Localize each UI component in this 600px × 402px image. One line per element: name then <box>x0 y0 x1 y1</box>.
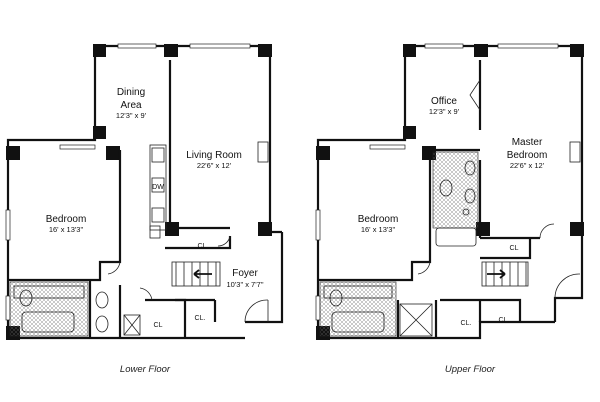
lower-closet-1-label: CL <box>198 243 207 250</box>
lower-dining-label-2: Area <box>120 100 142 111</box>
lower-floor-caption: Lower Floor <box>120 364 171 375</box>
upper-closet-2-label: CL. <box>461 320 472 327</box>
dw-label: DW <box>152 184 164 191</box>
upper-bedroom-label: Bedroom <box>358 214 399 225</box>
upper-office-dims: 12'3" x 9' <box>429 107 460 116</box>
lower-closet-2-label: CL <box>154 322 163 329</box>
upper-master-label-2: Bedroom <box>507 150 548 161</box>
upper-closet-1-label: CL <box>510 245 519 252</box>
lower-bedroom-label: Bedroom <box>46 214 87 225</box>
upper-bedroom-dims: 16' x 13'3" <box>361 225 396 234</box>
upper-closet-3-label: CL. <box>499 317 510 324</box>
lower-dining-label-1: Dining <box>117 87 145 98</box>
lower-living-dims: 22'6" x 12' <box>197 161 232 170</box>
upper-floor-caption: Upper Floor <box>445 364 496 375</box>
lower-closet-3-label: CL. <box>195 315 206 322</box>
lower-living-label: Living Room <box>186 150 242 161</box>
lower-bedroom-dims: 16' x 13'3" <box>49 225 84 234</box>
lower-foyer-dims: 10'3" x 7'7" <box>227 280 264 289</box>
upper-office-label: Office <box>431 96 457 107</box>
lower-floor-plan: DW CL CL CL. Dining Area 12'3" x 9' Livi… <box>5 43 284 375</box>
upper-master-label-1: Master <box>512 137 543 148</box>
lower-foyer-label: Foyer <box>232 268 258 279</box>
upper-master-dims: 22'6" x 12' <box>510 161 545 170</box>
lower-dining-dims: 12'3" x 9' <box>116 111 147 120</box>
upper-floor-plan: CL CL. CL. Office 12'3" x 9' Master Bedr… <box>315 43 584 375</box>
